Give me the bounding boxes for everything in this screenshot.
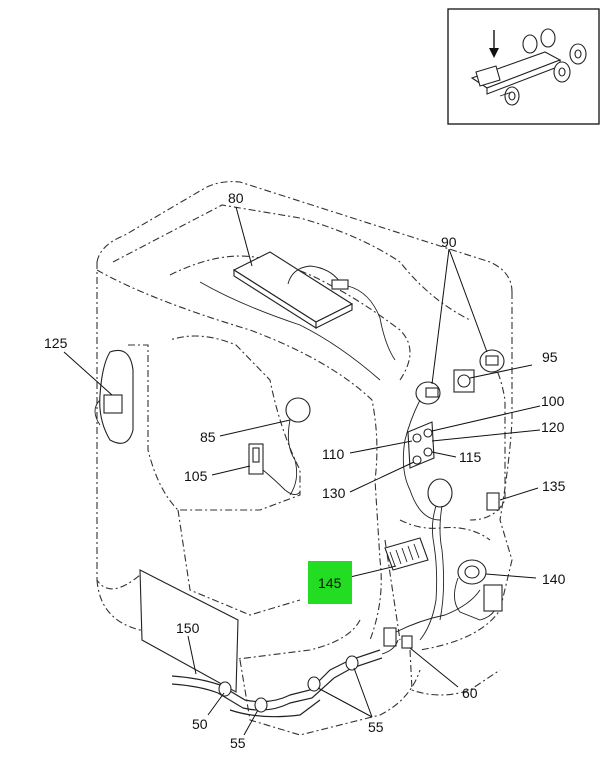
switch-105 xyxy=(248,443,301,495)
locator-inset xyxy=(447,8,600,125)
callout-115[interactable]: 115 xyxy=(459,449,482,465)
fitting-60 xyxy=(383,589,481,649)
grommet-plate xyxy=(407,421,435,469)
callout-90[interactable]: 90 xyxy=(441,234,457,250)
callout-120[interactable]: 120 xyxy=(541,419,565,435)
callout-135[interactable]: 135 xyxy=(542,478,566,494)
callout-145[interactable]: 145 xyxy=(318,575,342,591)
harness-loop xyxy=(419,478,453,641)
block-135 xyxy=(486,492,500,511)
callout-55-left[interactable]: 55 xyxy=(230,735,246,751)
lamp-140 xyxy=(454,559,503,621)
module-80 xyxy=(199,251,396,381)
leader-lines xyxy=(63,206,541,736)
piping xyxy=(139,569,399,718)
callout-130[interactable]: 130 xyxy=(322,485,346,501)
callout-55-right[interactable]: 55 xyxy=(368,719,384,735)
connectors-90 xyxy=(402,349,505,521)
callout-110[interactable]: 110 xyxy=(322,446,345,462)
callout-95[interactable]: 95 xyxy=(542,349,558,365)
switch-95 xyxy=(453,369,475,393)
connector-125 xyxy=(94,349,134,444)
callout-100[interactable]: 100 xyxy=(541,393,565,409)
callout-105[interactable]: 105 xyxy=(184,468,208,484)
callout-85[interactable]: 85 xyxy=(200,429,216,445)
callout-50[interactable]: 50 xyxy=(192,716,208,732)
callout-125[interactable]: 125 xyxy=(44,335,68,351)
parts xyxy=(94,251,505,718)
callout-150[interactable]: 150 xyxy=(176,620,200,636)
callout-140[interactable]: 140 xyxy=(542,571,566,587)
callout-80[interactable]: 80 xyxy=(228,190,244,206)
callout-60[interactable]: 60 xyxy=(462,685,478,701)
callout-145-highlight[interactable]: 145 xyxy=(308,561,352,604)
harness-85 xyxy=(285,397,311,496)
highlight-box xyxy=(308,561,352,604)
callout-labels: 80 90 95 100 120 110 115 130 125 85 105 … xyxy=(44,190,566,751)
cab-outline xyxy=(96,181,513,736)
connector-145 xyxy=(384,537,429,571)
